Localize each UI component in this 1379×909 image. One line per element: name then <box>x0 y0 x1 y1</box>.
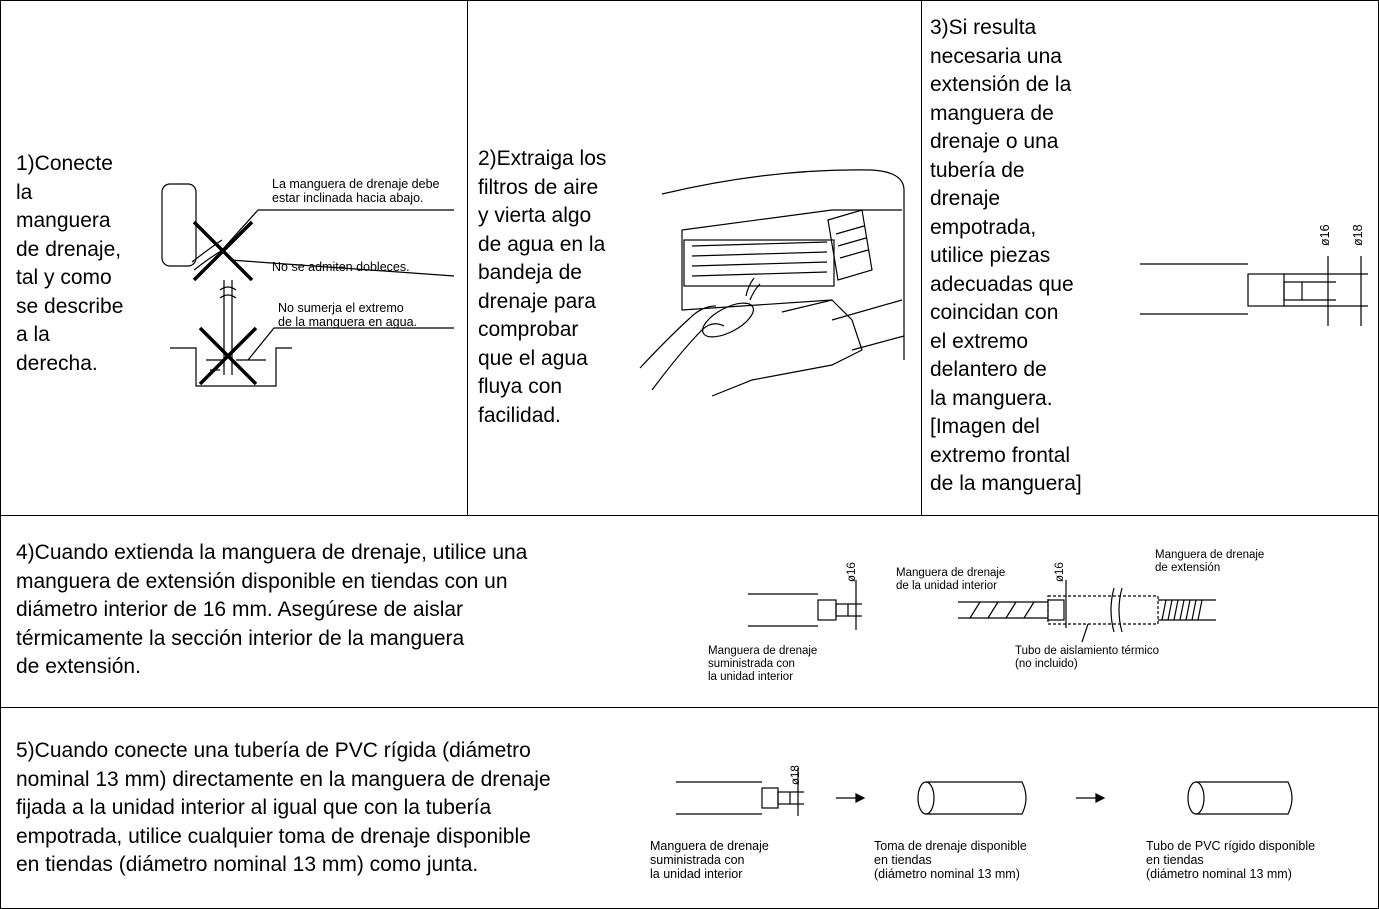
fig3-dim-small: ø16 <box>1318 224 1332 246</box>
coupling <box>1047 599 1065 621</box>
arrow-1-head <box>855 793 866 803</box>
step-2-text: 2)Extraiga los filtros de aire y vierta … <box>478 147 607 427</box>
socket-body <box>926 781 1027 815</box>
cross-upper-b <box>192 220 254 282</box>
cross-lower-b <box>198 326 258 386</box>
supplied-hose-tip <box>777 791 791 805</box>
fig5-pvc-diagram <box>676 768 1293 816</box>
arrow-2-head <box>1095 793 1106 803</box>
leader-incline <box>221 209 454 251</box>
water-stream <box>745 277 761 301</box>
fig4-extension-diagram <box>748 580 1216 643</box>
fig1-label-submerge: No sumerja el extremo de la manguera en … <box>278 301 417 329</box>
fig5-dim: ø18 <box>790 765 802 785</box>
fig1-label-incline: La manguera de drenaje debe estar inclin… <box>272 177 440 205</box>
fig5-label-pvc: Tubo de PVC rígido disponible en tiendas… <box>1146 839 1316 881</box>
break-marks <box>1110 587 1123 633</box>
fig4-label-insulation: Tubo de aislamiento térmico (no incluido… <box>1015 645 1160 670</box>
fig2-indoor-unit-drawing <box>639 169 905 397</box>
leader-submerge <box>247 327 454 361</box>
step-3-text: 3)Si resulta necesaria una extensión de … <box>930 16 1082 495</box>
fig5-label-supplied: Manguera de drenaje suministrada con la … <box>650 839 769 881</box>
insulation-leader <box>1081 623 1089 643</box>
supplied-hose-step <box>817 599 837 621</box>
unit-bottom <box>831 299 905 351</box>
fig3-hose-end-diagram <box>1140 256 1368 326</box>
fig1-label-kinks: No se admiten dobleces. <box>272 260 410 274</box>
hand-arm <box>639 305 725 391</box>
filter-frame <box>683 239 835 287</box>
step-4-text: 4)Cuando extienda la manguera de drenaje… <box>16 541 528 678</box>
indoor-unit-icon <box>161 183 197 267</box>
col-divider-2 <box>921 0 922 515</box>
unit-cover <box>661 169 905 360</box>
hose-tip <box>1283 281 1303 301</box>
step-1-text: 1)Conecte la manguera de drenaje, tal y … <box>16 152 124 375</box>
row-divider-2 <box>0 707 1379 708</box>
fig4-dim-a: ø16 <box>846 562 858 582</box>
hose-break-mark <box>219 286 237 299</box>
fig4-label-extension-hose: Manguera de drenaje de extensión <box>1155 549 1265 574</box>
terminal-block <box>827 209 873 281</box>
leader-kinks <box>229 259 455 277</box>
filter-grid <box>691 241 828 277</box>
fig4-dim-b: ø16 <box>1054 562 1066 582</box>
indoor-hose-hatch <box>969 601 1035 619</box>
fig1-drain-hose-diagram <box>161 183 455 387</box>
drain-pan <box>711 299 863 397</box>
fig5-label-socket: Toma de drenaje disponible en tiendas (d… <box>874 839 1027 881</box>
step-5-text: 5)Cuando conecte una tubería de PVC rígi… <box>16 739 551 876</box>
hose-step <box>1247 273 1285 307</box>
supplied-hose-tip <box>835 603 849 617</box>
water-bottle <box>702 302 754 338</box>
fig4-label-indoor-hose: Manguera de drenaje de la unidad interio… <box>896 567 1006 592</box>
unit-front <box>681 209 902 311</box>
pvc-end <box>1187 781 1205 815</box>
water-container <box>170 347 292 387</box>
extension-hose-hatch <box>1161 599 1203 621</box>
socket-end <box>917 781 935 815</box>
supplied-hose-step <box>761 787 779 809</box>
pvc-body <box>1196 781 1293 815</box>
fig4-label-supplied: Manguera de drenaje suministrada con la … <box>708 645 818 683</box>
row-divider-1 <box>0 515 1379 516</box>
fig3-dim-large: ø18 <box>1351 224 1365 246</box>
col-divider-1 <box>467 0 468 515</box>
